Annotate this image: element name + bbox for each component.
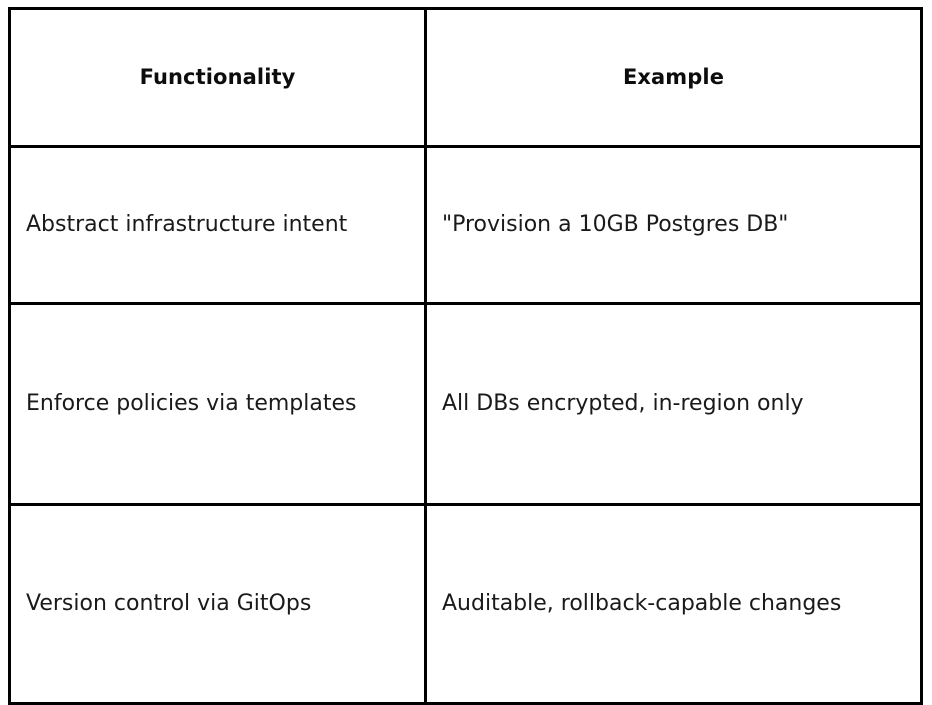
column-header-functionality: Functionality [8,7,427,148]
table-container: Functionality Example Abstract infrastru… [8,7,923,705]
cell-example-text: All DBs encrypted, in-region only [442,391,804,416]
cell-example-text: "Provision a 10GB Postgres DB" [442,212,789,237]
cell-functionality: Version control via GitOps [8,503,427,705]
cell-example: "Provision a 10GB Postgres DB" [424,145,923,305]
table-header: Functionality Example [8,7,923,148]
table-row: Version control via GitOps Auditable, ro… [8,503,923,705]
functionality-example-table: Functionality Example Abstract infrastru… [8,7,923,705]
table-row: Abstract infrastructure intent "Provisio… [8,145,923,305]
cell-example-text: Auditable, rollback-capable changes [442,591,842,616]
table-body: Abstract infrastructure intent "Provisio… [8,145,923,705]
column-header-functionality-label: Functionality [139,64,296,89]
page-root: Functionality Example Abstract infrastru… [8,7,923,705]
cell-functionality-text: Version control via GitOps [26,591,312,616]
table-row: Enforce policies via templates All DBs e… [8,302,923,506]
cell-functionality-text: Abstract infrastructure intent [26,212,348,237]
table-header-row: Functionality Example [8,7,923,148]
cell-functionality: Abstract infrastructure intent [8,145,427,305]
column-header-example: Example [424,7,923,148]
cell-example: Auditable, rollback-capable changes [424,503,923,705]
cell-functionality: Enforce policies via templates [8,302,427,506]
column-header-example-label: Example [622,64,725,89]
cell-functionality-text: Enforce policies via templates [26,391,357,416]
cell-example: All DBs encrypted, in-region only [424,302,923,506]
